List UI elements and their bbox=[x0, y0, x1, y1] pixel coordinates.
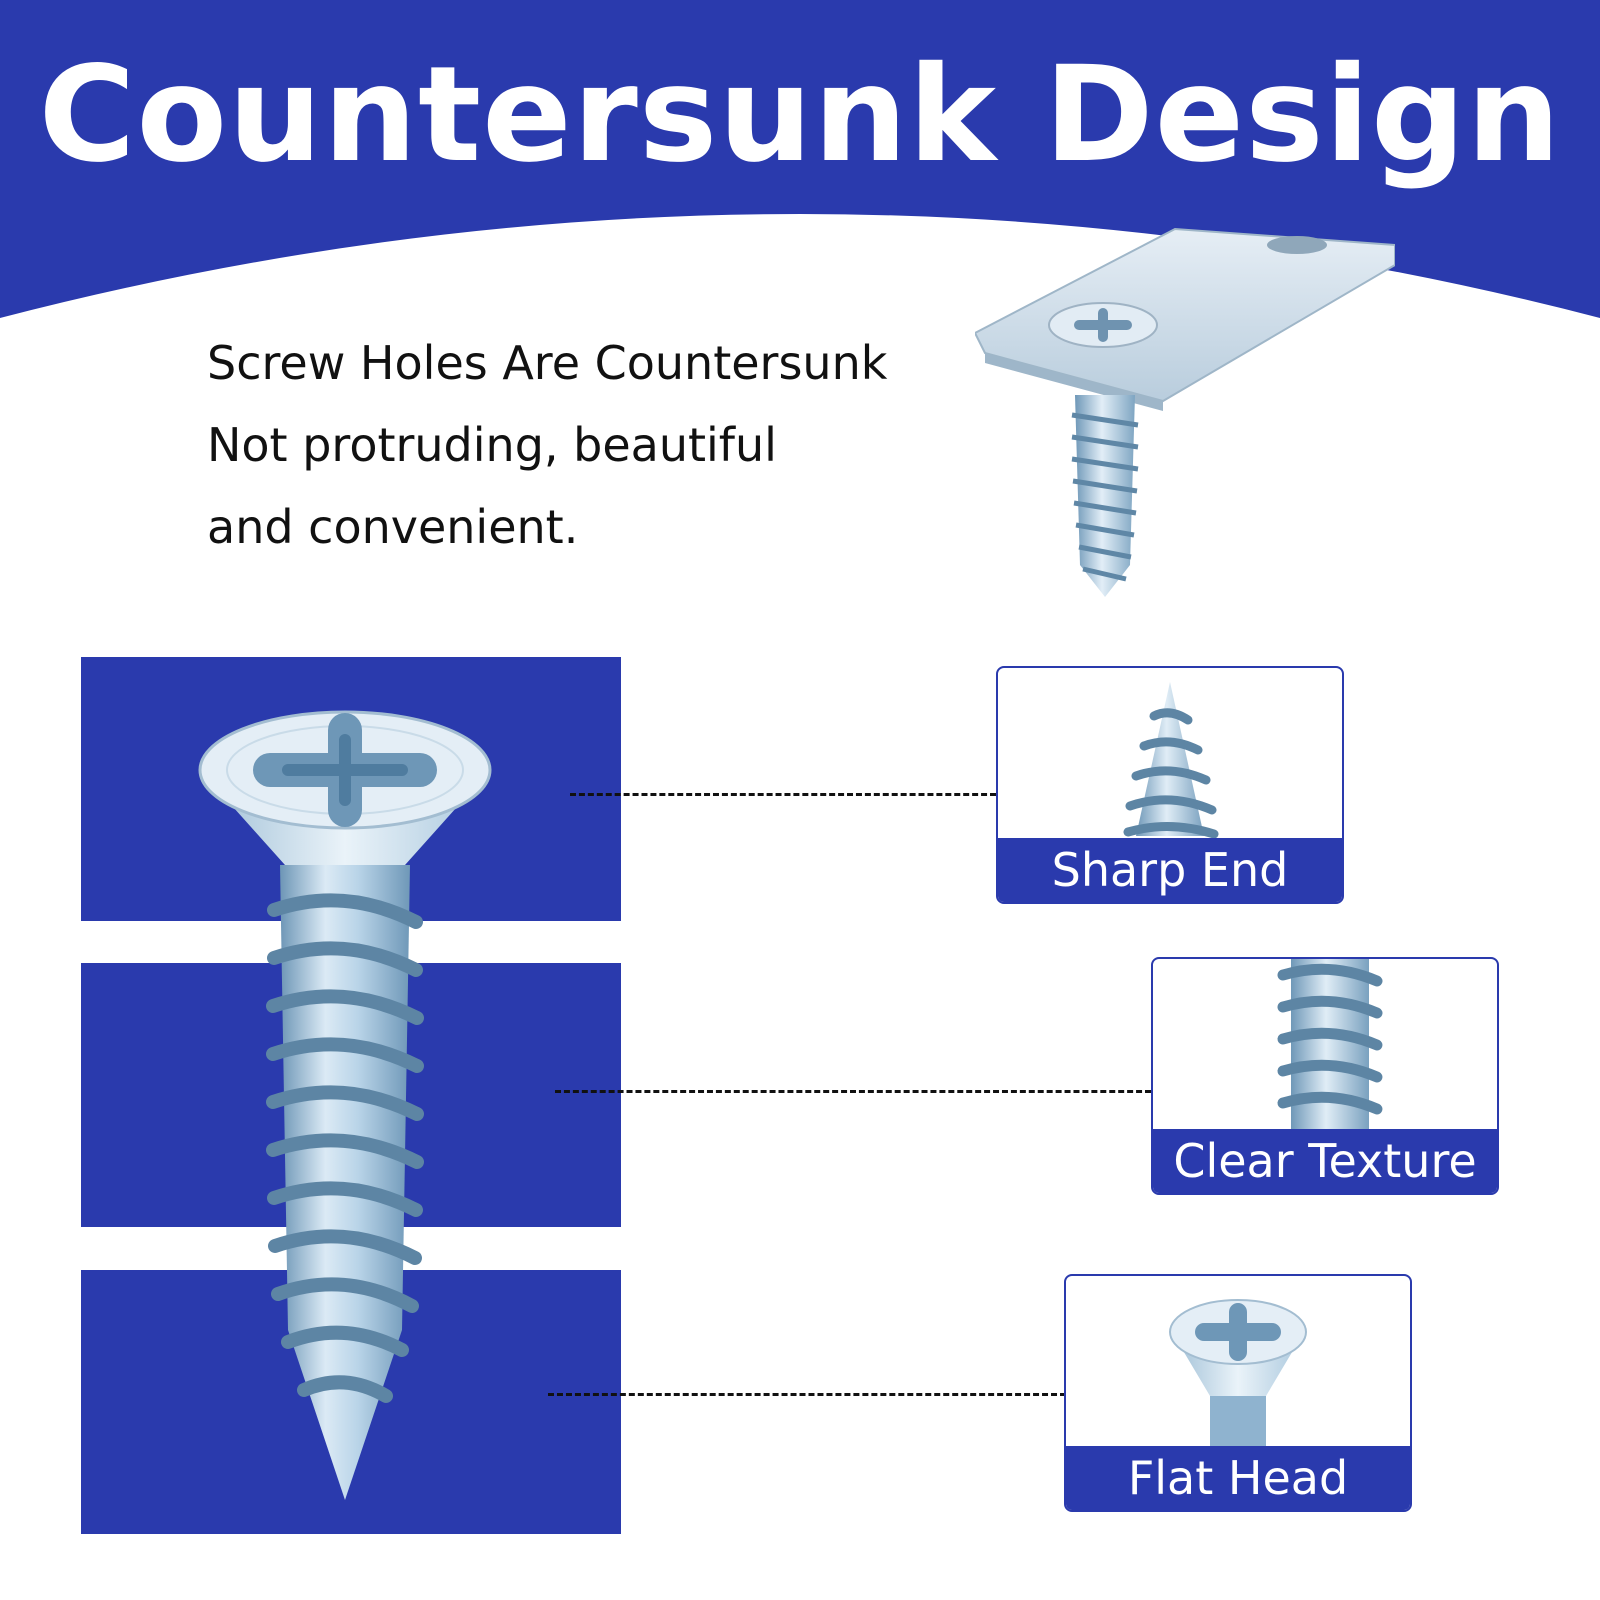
screw-tip-icon bbox=[1123, 682, 1219, 838]
leader-line-clear-texture bbox=[555, 1090, 1151, 1093]
leader-line-sharp-end bbox=[570, 793, 996, 796]
callout-flat-head: Flat Head bbox=[1064, 1274, 1412, 1512]
intro-line-1: Screw Holes Are Countersunk bbox=[207, 336, 888, 390]
bracket-screw-image bbox=[975, 227, 1395, 597]
callout-clear-texture: Clear Texture bbox=[1151, 957, 1499, 1195]
intro-line-2: Not protruding, beautiful bbox=[207, 418, 777, 472]
intro-line-3: and convenient. bbox=[207, 500, 579, 554]
main-screw-image bbox=[198, 710, 492, 1500]
callout-sharp-end: Sharp End bbox=[996, 666, 1344, 904]
page-title: Countersunk Design bbox=[38, 38, 1562, 192]
callout-label-flat-head: Flat Head bbox=[1066, 1446, 1410, 1510]
intro-text: Screw Holes Are Countersunk Not protrudi… bbox=[207, 322, 967, 568]
callout-label-sharp-end: Sharp End bbox=[998, 838, 1342, 902]
screw-head-icon bbox=[1169, 1299, 1307, 1446]
callout-label-clear-texture: Clear Texture bbox=[1153, 1129, 1497, 1193]
bracket-screw-shank bbox=[1071, 395, 1139, 597]
screw-thread-icon bbox=[1277, 959, 1383, 1129]
leader-line-flat-head bbox=[548, 1393, 1066, 1396]
